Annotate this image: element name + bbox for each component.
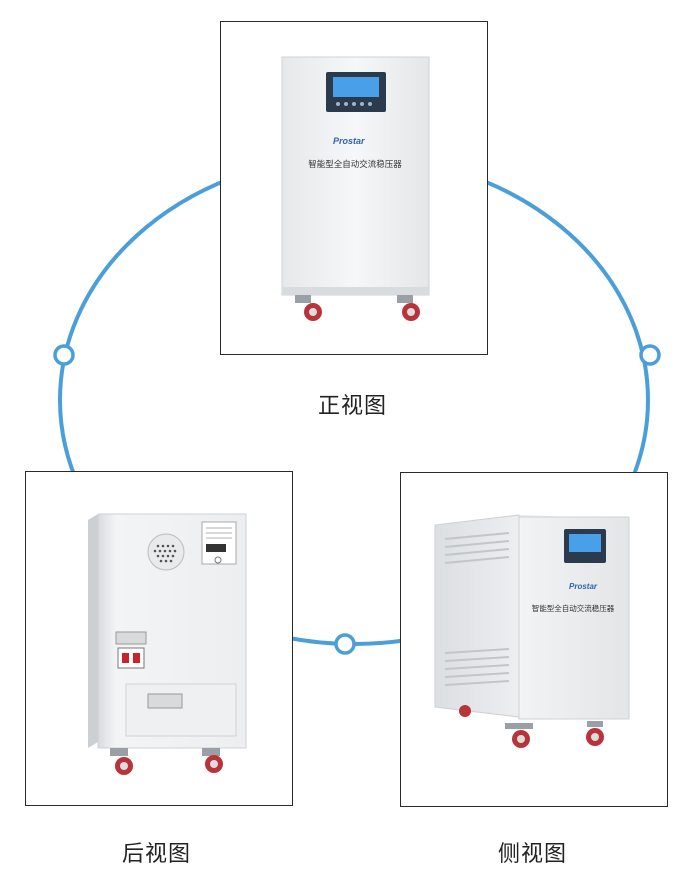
rear-warning-label <box>147 693 183 709</box>
side-view-frame: Prostar 智能型全自动交流稳压器 <box>400 472 668 807</box>
caster-side-1 <box>459 705 471 717</box>
ring-node-left <box>53 344 75 366</box>
brand-logo-front: Prostar <box>333 136 365 146</box>
caster-side-3 <box>586 721 604 746</box>
side-view-photo: Prostar 智能型全自动交流稳压器 <box>434 514 630 748</box>
vent-grille <box>147 533 185 571</box>
caster-front-right <box>397 295 420 321</box>
product-label-side: 智能型全自动交流稳压器 <box>532 603 615 613</box>
front-view-caption: 正视图 <box>318 394 388 419</box>
lcd-screen-side <box>569 534 601 552</box>
back-view-caption: 后视图 <box>122 842 192 867</box>
back-view-photo <box>88 513 247 775</box>
rear-access-panel <box>125 683 237 737</box>
brand-logo-side: Prostar <box>569 582 598 591</box>
circuit-breaker <box>117 647 145 669</box>
caster-side-2 <box>505 723 533 748</box>
product-label-front: 智能型全自动交流稳压器 <box>308 159 402 170</box>
ring-node-bottom <box>334 633 356 655</box>
back-view-frame <box>25 471 293 806</box>
front-view-frame: Prostar 智能型全自动交流稳压器 <box>220 21 488 355</box>
lcd-screen <box>333 77 379 97</box>
side-view-caption: 侧视图 <box>498 842 568 867</box>
caster-front-left <box>295 295 322 321</box>
breaker-label <box>115 631 147 645</box>
side-vents <box>444 532 510 686</box>
barcode <box>206 544 226 552</box>
front-view-photo: Prostar 智能型全自动交流稳压器 <box>281 56 430 321</box>
ring-node-right <box>639 344 661 366</box>
caster-back-right <box>202 748 223 773</box>
caster-back-left <box>110 748 133 775</box>
